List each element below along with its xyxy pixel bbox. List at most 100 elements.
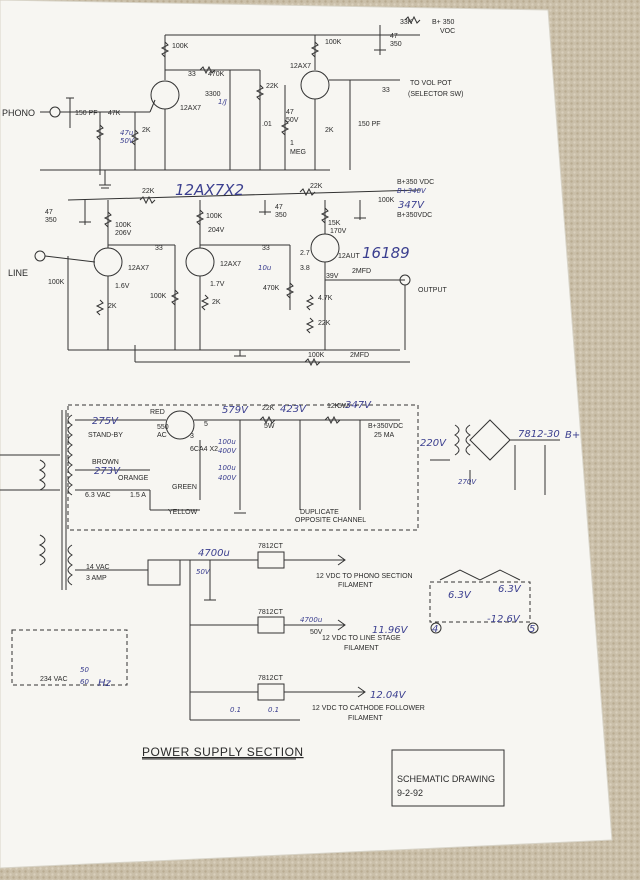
svg-text:0.1: 0.1 [230, 706, 241, 714]
phono-label: PHONO [2, 108, 35, 118]
power-component-labels: RED 550 AC STAND-BY BROWN ORANGE 6.3 VAC… [40, 403, 425, 722]
svg-text:273V: 273V [94, 466, 121, 477]
svg-text:100K: 100K [308, 352, 325, 359]
paper-sheet [0, 0, 613, 869]
svg-text:FILAMENT: FILAMENT [348, 715, 383, 722]
svg-text:347V: 347V [345, 400, 372, 411]
svg-text:12AUT: 12AUT [338, 253, 361, 260]
svg-text:B+ 350: B+ 350 [432, 19, 454, 26]
svg-text:4: 4 [432, 624, 438, 635]
svg-text:6.3V: 6.3V [448, 590, 472, 601]
svg-text:100K: 100K [206, 213, 223, 220]
svg-text:12K: 12K [327, 403, 340, 410]
svg-text:2K: 2K [212, 299, 221, 306]
svg-text:12.04V: 12.04V [370, 690, 407, 701]
svg-text:GREEN: GREEN [172, 484, 197, 491]
svg-text:11.96V: 11.96V [372, 625, 409, 636]
line-component-labels: 22K 47 350 100K 206V 33 100K 12AX7 1.6V … [45, 179, 448, 359]
svg-text:-12.6V: -12.6V [487, 614, 521, 625]
svg-text:22K: 22K [310, 183, 323, 190]
phono-component-labels: 100K 33 470K 22K 3300 150 PF 47K 12AX7 2… [75, 19, 464, 156]
svg-text:ORANGE: ORANGE [118, 475, 149, 482]
svg-text:3 AMP: 3 AMP [86, 575, 107, 582]
svg-text:12 VDC TO CATHODE FOLLOWER: 12 VDC TO CATHODE FOLLOWER [312, 705, 425, 712]
svg-text:FILAMENT: FILAMENT [344, 645, 379, 652]
svg-text:423V: 423V [280, 404, 307, 415]
svg-text:3300: 3300 [205, 91, 221, 98]
svg-text:5: 5 [529, 624, 535, 635]
svg-text:2MFD: 2MFD [352, 268, 371, 275]
svg-text:206V: 206V [115, 230, 132, 237]
svg-text:33K: 33K [400, 19, 413, 26]
phono-section: PHONO [2, 15, 464, 189]
svg-text:47: 47 [286, 109, 294, 116]
svg-text:12AX7: 12AX7 [220, 261, 241, 268]
svg-text:1/J: 1/J [218, 98, 227, 106]
svg-text:100K: 100K [172, 43, 189, 50]
svg-text:400V: 400V [218, 474, 237, 482]
svg-text:2.7: 2.7 [300, 250, 310, 257]
svg-text:OUTPUT: OUTPUT [418, 287, 448, 294]
svg-text:6CA4 X2: 6CA4 X2 [190, 446, 218, 453]
svg-text:7812CT: 7812CT [258, 609, 284, 616]
svg-text:50: 50 [80, 666, 89, 674]
svg-text:100u: 100u [218, 464, 236, 472]
svg-text:B+350VDC: B+350VDC [368, 423, 403, 430]
line-label: LINE [8, 268, 28, 278]
svg-text:AC: AC [157, 432, 167, 439]
svg-text:12AX7: 12AX7 [128, 265, 149, 272]
svg-text:350: 350 [45, 217, 57, 224]
title-block-date: 9-2-92 [397, 788, 423, 798]
svg-text:7812CT: 7812CT [258, 543, 284, 550]
svg-text:2K: 2K [108, 303, 117, 310]
svg-text:100K: 100K [115, 222, 132, 229]
svg-text:Hz: Hz [98, 678, 112, 689]
svg-text:47u: 47u [120, 129, 134, 137]
svg-text:B+350VDC: B+350VDC [397, 212, 432, 219]
svg-text:22K: 22K [142, 188, 155, 195]
svg-text:47K: 47K [108, 110, 121, 117]
svg-text:275V: 275V [92, 416, 119, 427]
svg-text:470K: 470K [263, 285, 280, 292]
svg-text:.01: .01 [262, 121, 272, 128]
phono-handwritten-notes: 47u 50V 1/J [120, 98, 227, 145]
title-block: SCHEMATIC DRAWING 9-2-92 [391, 749, 505, 807]
svg-text:12AX7X2: 12AX7X2 [175, 181, 244, 199]
svg-text:100K: 100K [378, 197, 395, 204]
svg-text:RED: RED [150, 409, 165, 416]
svg-text:350: 350 [275, 212, 287, 219]
svg-text:400V: 400V [218, 447, 237, 455]
svg-text:47: 47 [275, 204, 283, 211]
svg-text:B+: B+ [565, 430, 580, 441]
svg-text:47: 47 [45, 209, 53, 216]
svg-text:5W: 5W [338, 403, 349, 410]
svg-text:3.8: 3.8 [300, 265, 310, 272]
svg-text:2MFD: 2MFD [350, 352, 369, 359]
power-supply-title: POWER SUPPLY SECTION [142, 745, 304, 759]
svg-text:OPPOSITE CHANNEL: OPPOSITE CHANNEL [295, 517, 366, 524]
svg-text:1.5 A: 1.5 A [130, 492, 146, 499]
line-handwritten-notes: 12AX7X2 347V 16189 10u [175, 181, 425, 272]
svg-text:347V: 347V [398, 200, 425, 211]
svg-text:47: 47 [390, 33, 398, 40]
svg-text:1.6V: 1.6V [115, 283, 130, 290]
svg-text:50V: 50V [120, 137, 135, 145]
svg-text:FILAMENT: FILAMENT [338, 582, 373, 589]
svg-text:6.3 VAC: 6.3 VAC [85, 492, 111, 499]
svg-text:16189: 16189 [362, 244, 410, 262]
svg-text:1.7V: 1.7V [210, 281, 225, 288]
svg-text:(SELECTOR SW): (SELECTOR SW) [408, 91, 464, 98]
svg-text:12AX7: 12AX7 [290, 63, 311, 70]
svg-text:33: 33 [188, 71, 196, 78]
svg-text:470K: 470K [208, 71, 225, 78]
svg-text:4.7K: 4.7K [318, 295, 333, 302]
svg-text:12 VDC TO PHONO SECTION: 12 VDC TO PHONO SECTION [316, 573, 413, 580]
title-block-heading: SCHEMATIC DRAWING [397, 774, 495, 784]
svg-text:100K: 100K [48, 279, 65, 286]
svg-text:22K: 22K [266, 83, 279, 90]
svg-text:4700u: 4700u [300, 616, 323, 624]
svg-text:VOC: VOC [440, 28, 455, 35]
svg-text:22K: 22K [318, 320, 331, 327]
svg-text:5W: 5W [264, 423, 275, 430]
